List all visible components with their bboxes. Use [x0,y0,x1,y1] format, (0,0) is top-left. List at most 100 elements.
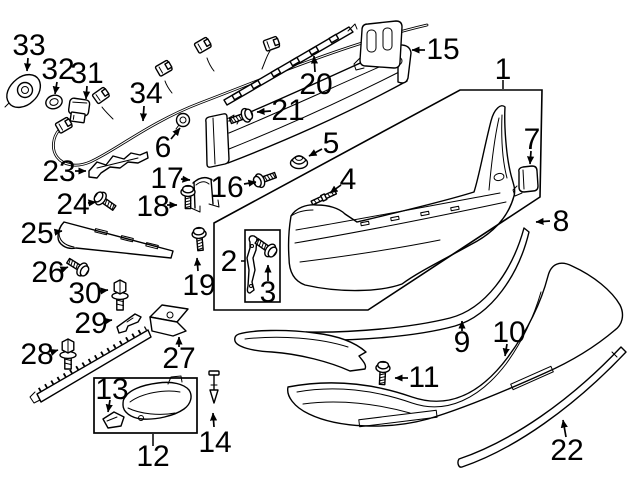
callout-label-23[interactable]: 23 [42,155,75,188]
callout-13[interactable]: 13 [95,373,129,413]
arrow [256,107,272,116]
callout-11[interactable]: 11 [394,361,440,394]
callout-label-22[interactable]: 22 [550,434,583,467]
callout-label-24[interactable]: 24 [56,188,89,221]
arrow [49,348,59,356]
callout-2[interactable]: 2 [221,245,245,278]
callout-label-4[interactable]: 4 [340,163,357,196]
arrow [23,57,32,72]
callout-label-12[interactable]: 12 [136,440,169,473]
callout-27[interactable]: 27 [162,336,196,375]
callout-label-5[interactable]: 5 [323,127,340,160]
callout-label-21[interactable]: 21 [271,94,304,127]
lamp-12 [122,375,192,421]
stud-4 [310,189,338,206]
callout-label-19[interactable]: 19 [182,269,215,302]
callout-30[interactable]: 30 [68,277,109,310]
callout-label-31[interactable]: 31 [70,57,103,90]
callout-label-29[interactable]: 29 [74,307,107,340]
arrow [87,199,97,207]
callout-17[interactable]: 17 [150,162,191,195]
callout-label-17[interactable]: 17 [150,162,183,195]
impact-bar-15 [205,20,412,168]
callout-7[interactable]: 7 [524,123,541,165]
callout-21[interactable]: 21 [256,94,305,127]
callout-label-1[interactable]: 1 [495,53,512,86]
callout-9[interactable]: 9 [454,320,471,359]
callout-6[interactable]: 6 [155,127,181,164]
bolt-30 [111,279,129,311]
arrow [526,150,535,165]
callout-label-34[interactable]: 34 [129,77,162,110]
arrow [535,217,551,226]
callout-15[interactable]: 15 [411,33,460,66]
bumper-cover-1 [287,105,516,292]
callout-33[interactable]: 33 [12,29,46,72]
harness-connector [193,36,213,55]
callout-label-27[interactable]: 27 [162,342,195,375]
callout-label-18[interactable]: 18 [136,190,169,223]
callout-label-10[interactable]: 10 [492,316,525,349]
callout-label-25[interactable]: 25 [20,217,53,250]
callout-label-7[interactable]: 7 [524,123,541,156]
callout-31[interactable]: 31 [70,57,104,100]
callout-label-30[interactable]: 30 [68,277,101,310]
callout-label-8[interactable]: 8 [553,205,570,238]
arrow [170,127,181,140]
arrow [139,105,148,122]
callout-label-28[interactable]: 28 [20,338,53,371]
callout-label-16[interactable]: 16 [210,171,243,204]
grommet-6 [175,112,191,130]
harness-connector [262,35,282,53]
callout-29[interactable]: 29 [74,307,113,340]
callout-label-20[interactable]: 20 [299,68,332,101]
callout-28[interactable]: 28 [20,338,59,371]
callout-label-11[interactable]: 11 [408,361,439,394]
arrow [560,419,568,438]
callout-26[interactable]: 26 [31,256,69,289]
trim-strip-20 [223,23,358,106]
retaining-ring-32 [45,94,63,110]
callout-20[interactable]: 20 [299,55,333,101]
callout-label-14[interactable]: 14 [198,426,231,459]
callout-22[interactable]: 22 [550,419,584,467]
callout-24[interactable]: 24 [56,188,97,221]
callout-label-33[interactable]: 33 [12,29,45,62]
callout-label-32[interactable]: 32 [41,53,74,86]
callout-label-13[interactable]: 13 [95,373,128,406]
guide-rail-25 [57,221,174,259]
callout-1[interactable]: 1 [495,53,512,89]
arrow [329,184,342,194]
callout-label-9[interactable]: 9 [454,326,471,359]
callout-12[interactable]: 12 [136,434,170,473]
callout-34[interactable]: 34 [129,77,163,122]
arrow [53,228,63,236]
callout-23[interactable]: 23 [42,155,87,188]
tow-eye-cover-7 [512,165,539,197]
callout-18[interactable]: 18 [136,190,178,223]
callout-label-3[interactable]: 3 [260,276,277,309]
callout-label-15[interactable]: 15 [426,33,459,66]
callout-4[interactable]: 4 [329,163,357,196]
callout-19[interactable]: 19 [182,257,216,302]
callout-label-26[interactable]: 26 [31,256,64,289]
protector-strip-22 [457,346,627,468]
callout-10[interactable]: 10 [492,316,526,357]
callout-5[interactable]: 5 [308,127,340,160]
callout-label-2[interactable]: 2 [221,245,238,278]
callout-16[interactable]: 16 [210,171,257,204]
harness-connector [154,59,174,78]
callout-8[interactable]: 8 [535,205,570,238]
callout-label-6[interactable]: 6 [155,131,172,164]
arrow [59,266,69,274]
center-trim-strip [234,329,367,372]
arrow [209,412,218,428]
bracket-23 [88,151,149,179]
callout-14[interactable]: 14 [198,412,232,459]
callout-25[interactable]: 25 [20,217,63,250]
arrow [105,399,113,413]
callout-3[interactable]: 3 [260,264,277,309]
group-box-part-1 [213,89,543,311]
callout-32[interactable]: 32 [41,53,75,95]
